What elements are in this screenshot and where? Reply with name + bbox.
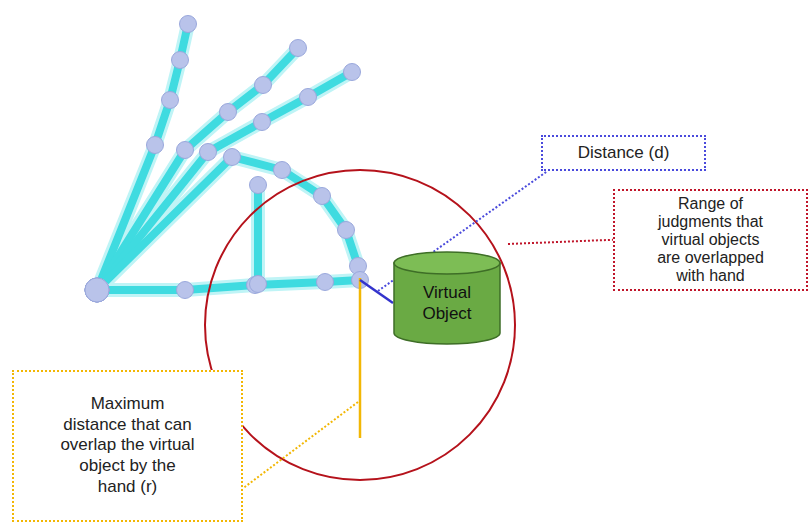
- hand-joint: [85, 278, 109, 302]
- leader-lines: [243, 171, 613, 488]
- hand-joint: [300, 89, 317, 106]
- hand-skeleton: [85, 16, 369, 303]
- hand-joint: [162, 92, 179, 109]
- hand-joint: [85, 278, 109, 302]
- hand-joint: [85, 278, 109, 302]
- hand-joint: [85, 278, 109, 302]
- hand-joint: [200, 144, 217, 161]
- hand-joint: [314, 188, 331, 205]
- callout-text: Maximum distance that can overlap the vi…: [60, 394, 195, 498]
- virtual-object-cylinder: Virtual Object: [392, 250, 502, 346]
- radius-line: [359, 278, 362, 438]
- hand-joint: [220, 104, 237, 121]
- cylinder-body: [394, 263, 500, 344]
- hand-joint: [177, 282, 194, 299]
- callout-box: Distance (d): [541, 135, 706, 171]
- hand-joint: [177, 142, 194, 159]
- callout-text: Range of judgments that virtual objects …: [649, 195, 772, 285]
- callout-text: Distance (d): [551, 143, 696, 163]
- cylinder-top: [394, 252, 500, 274]
- hand-joint: [85, 278, 109, 302]
- finger-bone: [254, 185, 262, 284]
- hand-joint: [317, 274, 334, 291]
- hand-joint: [250, 276, 267, 293]
- leader-line: [508, 240, 613, 244]
- finger-bone: [97, 157, 358, 290]
- callout-box: Maximum distance that can overlap the vi…: [12, 370, 243, 522]
- bone-glow: [251, 185, 265, 284]
- hand-joint: [274, 162, 291, 179]
- hand-joint: [147, 137, 164, 154]
- callout-box: Range of judgments that virtual objects …: [613, 189, 808, 291]
- overlap-range-circle: [205, 170, 515, 480]
- leader-line: [243, 402, 358, 488]
- hand-joint: [180, 16, 197, 33]
- object-label: Virtual Object: [406, 282, 488, 325]
- hand-joint: [290, 40, 307, 57]
- hand-joint: [254, 114, 271, 131]
- hand-joint: [250, 177, 267, 194]
- hand-joint: [224, 149, 241, 166]
- hand-joint: [172, 52, 189, 69]
- hand-joint: [344, 64, 361, 81]
- hand-joint: [338, 222, 355, 239]
- hand-joint: [255, 77, 272, 94]
